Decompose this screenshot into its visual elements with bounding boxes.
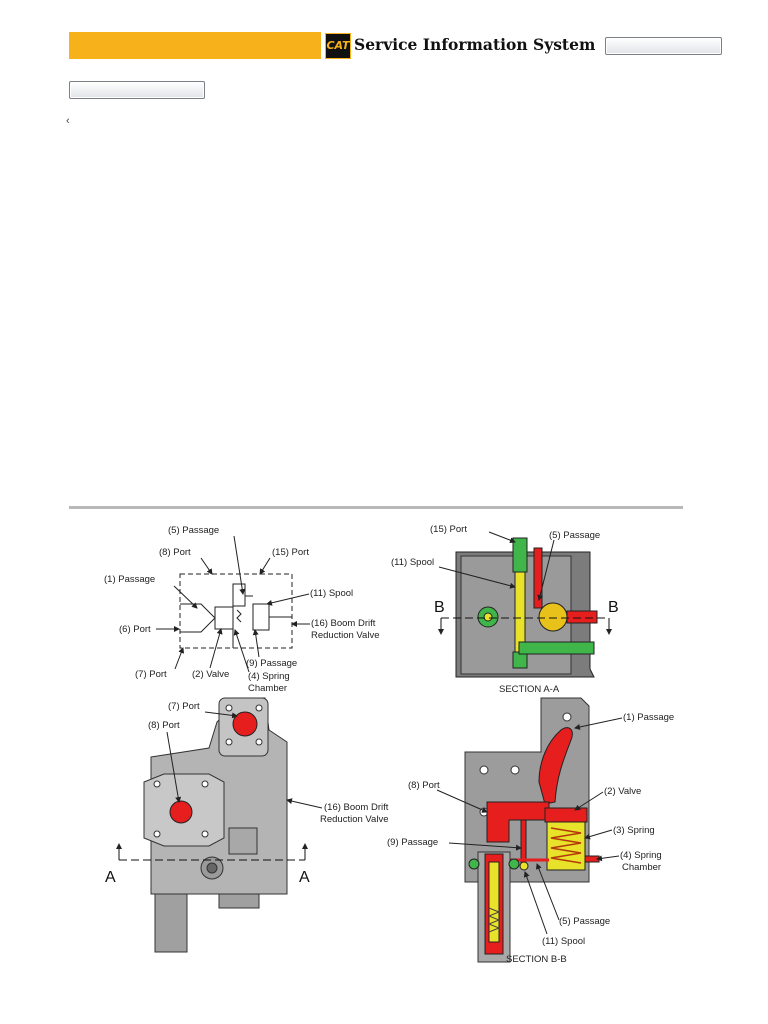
label-valve-2: (2) Valve: [192, 669, 229, 680]
label-bb-valve-2: (2) Valve: [604, 786, 641, 797]
label-ext-marker-a-left: A: [105, 869, 116, 886]
cat-logo: CAT: [325, 33, 351, 59]
label-port-8: (8) Port: [159, 547, 191, 558]
label-aa-port-15: (15) Port: [430, 524, 467, 535]
section-bb-labels: (1) Passage (8) Port (2) Valve (3) Sprin…: [387, 712, 674, 965]
label-bb-spring-chamber-4-b: Chamber: [622, 862, 661, 873]
label-bb-passage-1: (1) Passage: [623, 712, 674, 723]
section-bb-diagram: [464, 697, 600, 963]
app-title: Service Information System: [354, 35, 596, 54]
label-section-bb-caption: SECTION B-B: [506, 954, 567, 965]
label-bb-spring-chamber-4-a: (4) Spring: [620, 850, 662, 861]
section-aa-diagram: [438, 537, 612, 678]
label-aa-marker-b-left: B: [434, 599, 445, 616]
nav-button[interactable]: [69, 81, 205, 99]
label-ext-boom-drift-16-a: (16) Boom Drift: [324, 802, 389, 813]
label-passage-9: (9) Passage: [246, 658, 297, 669]
label-bb-spring-3: (3) Spring: [613, 825, 655, 836]
label-boom-drift-16-a: (16) Boom Drift: [311, 618, 376, 629]
label-bb-spool-11: (11) Spool: [542, 936, 585, 947]
section-aa-labels: (15) Port (5) Passage (11) Spool B B SEC…: [391, 524, 619, 695]
schematic-labels: (5) Passage (8) Port (15) Port (1) Passa…: [104, 525, 379, 694]
label-bb-passage-9: (9) Passage: [387, 837, 438, 848]
label-port-15: (15) Port: [272, 547, 309, 558]
label-spool-11: (11) Spool: [310, 588, 353, 599]
label-spring-chamber-4-a: (4) Spring: [248, 671, 290, 682]
label-bb-port-8: (8) Port: [408, 780, 440, 791]
header-button[interactable]: [605, 37, 722, 55]
header-accent-bar: [69, 32, 321, 59]
valve-illustration: (5) Passage (8) Port (15) Port (1) Passa…: [69, 512, 683, 974]
label-port-6: (6) Port: [119, 624, 151, 635]
label-passage-1: (1) Passage: [104, 574, 155, 585]
label-ext-marker-a-right: A: [299, 869, 310, 886]
label-ext-boom-drift-16-b: Reduction Valve: [320, 814, 388, 825]
label-bb-passage-5: (5) Passage: [559, 916, 610, 927]
label-aa-passage-5: (5) Passage: [549, 530, 600, 541]
exterior-view-labels: (7) Port (8) Port (16) Boom Drift Reduct…: [105, 701, 389, 886]
label-port-7: (7) Port: [135, 669, 167, 680]
content-divider: [69, 506, 683, 509]
schematic-diagram: [179, 573, 293, 649]
exterior-view-diagram: [116, 697, 308, 953]
label-ext-port-7: (7) Port: [168, 701, 200, 712]
label-aa-spool-11: (11) Spool: [391, 557, 434, 568]
label-ext-port-8: (8) Port: [148, 720, 180, 731]
label-spring-chamber-4-b: Chamber: [248, 683, 287, 694]
label-passage-5: (5) Passage: [168, 525, 219, 536]
label-aa-marker-b-right: B: [608, 599, 619, 616]
label-section-aa-caption: SECTION A-A: [499, 684, 560, 695]
label-boom-drift-16-b: Reduction Valve: [311, 630, 379, 641]
back-arrow-icon[interactable]: ‹: [66, 115, 70, 127]
illustration-svg: (5) Passage (8) Port (15) Port (1) Passa…: [104, 524, 674, 965]
